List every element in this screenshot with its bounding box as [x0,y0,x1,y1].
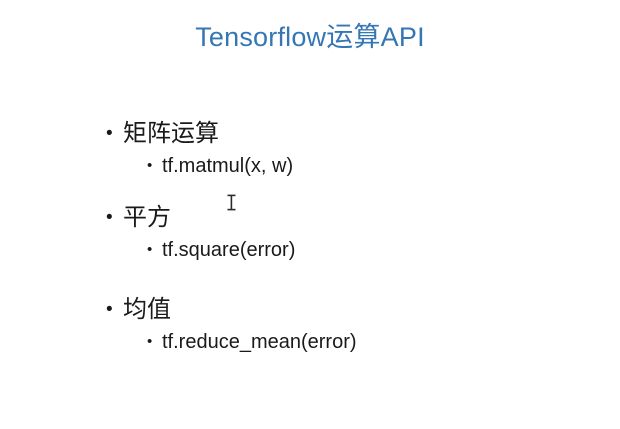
list-item-level1: • 矩阵运算 [100,118,570,150]
bullet-dot-icon: • [147,157,153,174]
bullet-dot-icon: • [147,333,153,350]
bullet-dot-icon: • [147,241,153,258]
list-item-level2-label: tf.matmul(x, w) [162,155,294,177]
page-title: Tensorflow运算API [195,22,425,52]
list-item-level2: • tf.square(error) [142,236,570,264]
bullet-group: • 平方 • tf.square(error) [100,202,570,264]
list-item-level1: • 均值 [100,294,570,326]
list-item-level1: • 平方 [100,202,570,234]
bullet-list: • 矩阵运算 • tf.matmul(x, w) • 平方 • tf.squar… [100,118,570,356]
bullet-group: • 矩阵运算 • tf.matmul(x, w) [100,118,570,180]
list-item-level2-label: tf.reduce_mean(error) [162,331,357,353]
list-item-level2: • tf.matmul(x, w) [142,152,570,180]
bullet-dot-icon: • [106,299,113,320]
list-item-level1-label: 矩阵运算 [123,120,219,147]
list-item-level1-label: 平方 [123,204,171,231]
bullet-dot-icon: • [106,207,113,228]
list-item-level1-label: 均值 [123,296,171,323]
bullet-group: • 均值 • tf.reduce_mean(error) [100,294,570,356]
list-item-level2: • tf.reduce_mean(error) [142,328,570,356]
bullet-dot-icon: • [106,123,113,144]
list-item-level2-label: tf.square(error) [162,239,296,261]
